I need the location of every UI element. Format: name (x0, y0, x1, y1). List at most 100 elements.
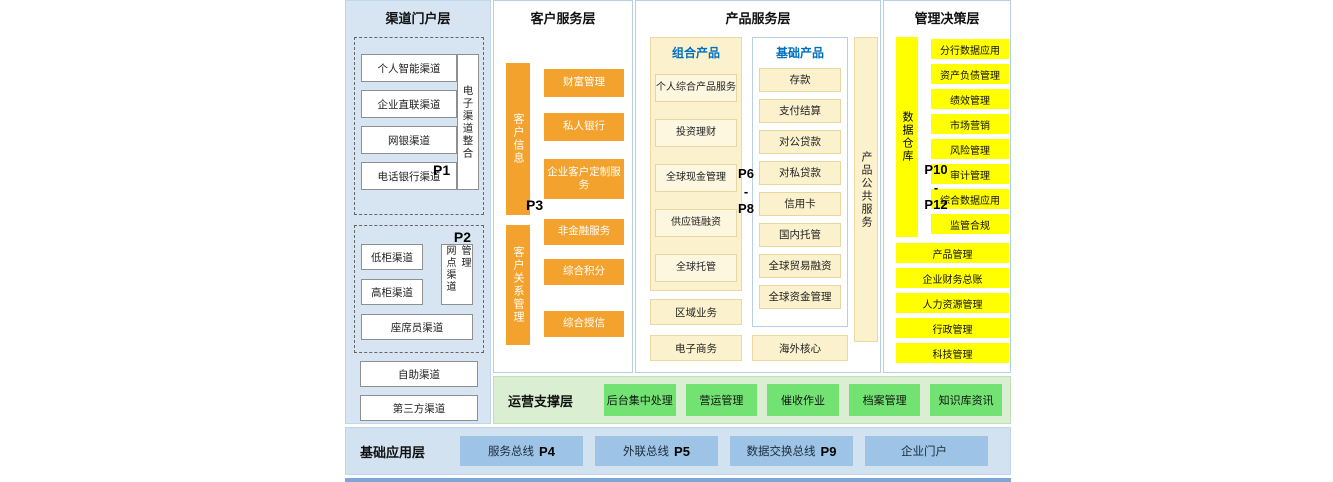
customer-service-layer: 客户服务层 客户信息 财富管理 私人银行 企业客户定制服务 P3 客户关系管理 … (493, 0, 633, 373)
operations-support-layer: 运营支撑层 后台集中处理营运管理催收作业档案管理知识库资讯 (493, 376, 1011, 424)
channel-node: 电话银行渠道 (361, 162, 457, 190)
management-node: 人力资源管理 (896, 293, 1009, 313)
combined-products-column: 组合产品 个人综合产品服务投资理财全球现金管理供应链融资全球托管 (650, 37, 742, 291)
product-node: 对私贷款 (759, 161, 841, 185)
product-layer-title: 产品服务层 (725, 11, 791, 26)
management-node: 产品管理 (896, 243, 1009, 263)
bus-node-label: 服务总线 (488, 446, 535, 458)
product-node: 投资理财 (655, 119, 737, 147)
product-node: 全球贸易融资 (759, 254, 841, 278)
diagram-area: 渠道门户层 个人智能渠道企业直联渠道网银渠道电话银行渠道 电子渠道整合 P1 P… (345, 0, 1011, 482)
counter-channel-list: 低柜渠道高柜渠道 (361, 244, 423, 305)
p-range-top: P10 (924, 162, 948, 177)
management-node: 企业财务总账 (896, 268, 1009, 288)
electronic-channel-group: 个人智能渠道企业直联渠道网银渠道电话银行渠道 电子渠道整合 P1 (354, 37, 484, 215)
management-node: 综合数据应用 (931, 189, 1009, 209)
private-banking-node: 私人银行 (544, 113, 624, 141)
standalone-channel-list: 自助渠道第三方渠道 (360, 361, 478, 421)
channel-node: 网银渠道 (361, 126, 457, 154)
branch-channel-group: P2 低柜渠道高柜渠道 网点渠道管理 座席员渠道 (354, 225, 484, 353)
credit-node: 综合授信 (544, 311, 624, 337)
bottom-accent-strip (345, 478, 1011, 482)
operations-node: 催收作业 (767, 384, 839, 416)
foundation-application-layer: 基础应用层 服务总线 P4 外联总线 P5 数据交换总线 P9 企业门户 (345, 427, 1011, 475)
agent-channel-node: 座席员渠道 (361, 314, 473, 340)
management-node: 市场营销 (931, 114, 1009, 134)
p2-code-label: P2 (453, 229, 471, 245)
combined-products-list: 个人综合产品服务投资理财全球现金管理供应链融资全球托管 (655, 74, 737, 282)
management-layer-title: 管理决策层 (914, 11, 980, 26)
management-node: 审计管理 (931, 164, 1009, 184)
electronic-channel-list: 个人智能渠道企业直联渠道网银渠道电话银行渠道 (361, 54, 457, 190)
product-node: 个人综合产品服务 (655, 74, 737, 102)
bus-node-list: 服务总线 P4 外联总线 P5 数据交换总线 P9 企业门户 (460, 436, 988, 466)
bus-node-code: P4 (539, 443, 555, 459)
corporate-custom-service-node: 企业客户定制服务 (544, 159, 624, 199)
bus-node: 数据交换总线 P9 (730, 436, 853, 466)
channel-node: 企业直联渠道 (361, 90, 457, 118)
p-range-top: P6 (738, 166, 754, 181)
customer-relationship-bar: 客户关系管理 (506, 225, 530, 345)
p-range-bottom: P12 (924, 197, 948, 213)
operations-node-list: 后台集中处理营运管理催收作业档案管理知识库资讯 (604, 384, 1002, 416)
p6-p8-range-label: P6 - P8 (732, 165, 760, 218)
p10-p12-range-label: P10 - P12 (920, 161, 952, 214)
product-node: 国内托管 (759, 223, 841, 247)
electronic-channel-integration-bar: 电子渠道整合 (457, 54, 479, 190)
bus-node-code: P5 (674, 443, 690, 459)
product-service-layer: 产品服务层 组合产品 个人综合产品服务投资理财全球现金管理供应链融资全球托管 P… (635, 0, 881, 373)
management-node: 行政管理 (896, 318, 1009, 338)
bus-node-code: P9 (820, 443, 837, 459)
channel-node: 自助渠道 (360, 361, 478, 387)
product-node: 全球资金管理 (759, 285, 841, 309)
basic-products-header: 基础产品 (775, 46, 824, 60)
operations-node: 后台集中处理 (604, 384, 676, 416)
bus-node-label: 数据交换总线 (746, 446, 816, 458)
channel-node: 低柜渠道 (361, 244, 423, 270)
p3-code-label: P3 (526, 197, 544, 213)
basic-products-list: 存款支付结算对公贷款对私贷款信用卡国内托管全球贸易融资全球资金管理 (759, 68, 841, 309)
product-node: 电子商务 (650, 335, 742, 361)
wealth-management-node: 财富管理 (544, 69, 624, 97)
channel-node: 第三方渠道 (360, 395, 478, 421)
product-node: 存款 (759, 68, 841, 92)
customer-info-bar: 客户信息 (506, 63, 530, 215)
management-node: 绩效管理 (931, 89, 1009, 109)
product-node: 支付结算 (759, 99, 841, 123)
bus-node: 外联总线 P5 (595, 436, 718, 466)
data-application-list: 分行数据应用资产负债管理绩效管理市场营销风险管理审计管理综合数据应用监管合规 (931, 39, 1009, 234)
operations-node: 知识库资讯 (930, 384, 1002, 416)
p1-code-label: P1 (433, 162, 451, 178)
product-node: 全球托管 (655, 254, 737, 282)
p-range-sep: - (933, 179, 939, 195)
bus-node: 服务总线 P4 (460, 436, 583, 466)
channel-layer-title: 渠道门户层 (385, 11, 451, 26)
foundation-layer-title: 基础应用层 (360, 444, 426, 460)
management-node: 监管合规 (931, 214, 1009, 234)
combined-products-header: 组合产品 (671, 46, 720, 60)
channel-portal-layer: 渠道门户层 个人智能渠道企业直联渠道网银渠道电话银行渠道 电子渠道整合 P1 P… (345, 0, 491, 424)
p-range-sep: - (743, 183, 749, 199)
overseas-core-node: 海外核心 (752, 335, 848, 361)
management-decision-layer: 管理决策层 数据仓库 P10 - P12 分行数据应用资产负债管理绩效管理市场营… (883, 0, 1011, 373)
product-node: 区域业务 (650, 299, 742, 325)
basic-products-column: 基础产品 存款支付结算对公贷款对私贷款信用卡国内托管全球贸易融资全球资金管理 (752, 37, 848, 327)
channel-node: 高柜渠道 (361, 279, 423, 305)
data-warehouse-bar: 数据仓库 (896, 37, 918, 237)
management-node: 分行数据应用 (931, 39, 1009, 59)
non-financial-service-node: 非金融服务 (544, 219, 624, 245)
product-node: 信用卡 (759, 192, 841, 216)
operations-node: 营运管理 (685, 384, 758, 416)
branch-channel-management-bar: 网点渠道管理 (441, 244, 473, 305)
bus-node-label: 企业门户 (901, 446, 947, 458)
channel-node: 个人智能渠道 (361, 54, 457, 82)
regional-business-list: 区域业务电子商务 (650, 299, 742, 361)
management-function-list: 产品管理企业财务总账人力资源管理行政管理科技管理 (896, 243, 1009, 363)
operations-layer-title: 运营支撑层 (508, 393, 574, 409)
product-node: 对公贷款 (759, 130, 841, 154)
bus-node-label: 外联总线 (623, 446, 670, 458)
operations-node: 档案管理 (848, 384, 921, 416)
management-node: 风险管理 (931, 139, 1009, 159)
customer-layer-title: 客户服务层 (530, 11, 596, 26)
